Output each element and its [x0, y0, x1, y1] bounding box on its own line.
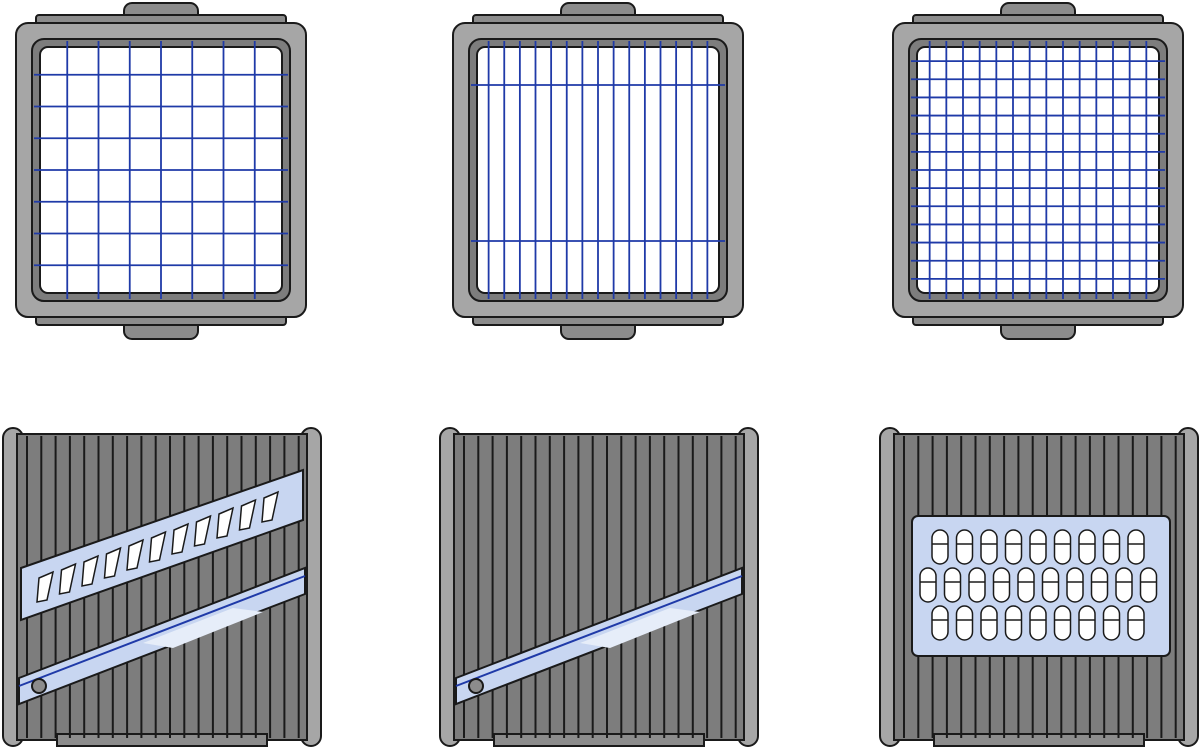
- grater-hole: [1004, 605, 1023, 641]
- grater-hole: [1139, 567, 1158, 603]
- grater-holes: [919, 529, 1158, 641]
- grater-hole: [955, 605, 974, 641]
- dicing-grid-large: [15, 2, 307, 340]
- grater-hole: [955, 529, 974, 565]
- grater-hole: [1127, 529, 1145, 565]
- blade-edge: [18, 575, 306, 687]
- blade-edge: [455, 575, 743, 687]
- grater-hole: [919, 567, 937, 603]
- grater-hole: [1078, 605, 1096, 641]
- tooth: [58, 562, 77, 595]
- tooth: [148, 530, 167, 563]
- grater-hole: [980, 529, 998, 565]
- tooth: [171, 522, 190, 555]
- blade-shine: [143, 608, 263, 648]
- grater-hole: [1029, 605, 1047, 641]
- grater-hole: [1102, 529, 1121, 565]
- blade-shine: [580, 608, 700, 648]
- dicing-grid-small: [892, 2, 1184, 340]
- grater-hole: [968, 567, 986, 603]
- tooth: [103, 546, 122, 579]
- tooth: [261, 490, 280, 523]
- grater-hole: [992, 567, 1011, 603]
- pivot-pin: [468, 678, 484, 694]
- grater-hole: [1115, 567, 1133, 603]
- grater-hole: [1078, 529, 1096, 565]
- grater-hole: [1053, 529, 1072, 565]
- grid-wires: [911, 41, 1165, 299]
- grid-wires: [34, 41, 288, 299]
- strip-grid: [452, 2, 744, 340]
- grater-hole: [1066, 567, 1084, 603]
- tooth: [81, 554, 100, 587]
- tooth: [36, 570, 55, 603]
- grater: [879, 427, 1199, 747]
- straight-slicer: [439, 427, 759, 747]
- grater-hole: [1127, 605, 1145, 641]
- grater-hole: [931, 529, 949, 565]
- tooth: [238, 498, 257, 531]
- grater-hole: [1029, 529, 1047, 565]
- grater-hole: [943, 567, 962, 603]
- grater-hole: [1017, 567, 1035, 603]
- grater-hole: [1041, 567, 1060, 603]
- grid-wires: [471, 41, 725, 299]
- grater-hole: [931, 605, 949, 641]
- bottom-lip: [493, 733, 705, 747]
- grater-hole: [1053, 605, 1072, 641]
- grater-hole: [980, 605, 998, 641]
- grater-hole: [1004, 529, 1023, 565]
- tooth: [216, 506, 235, 539]
- grater-hole: [1102, 605, 1121, 641]
- grater-hole: [1090, 567, 1109, 603]
- julienne-slicer: [2, 427, 322, 747]
- pivot-pin: [31, 678, 47, 694]
- tooth: [193, 514, 212, 547]
- tooth: [126, 538, 145, 571]
- bottom-lip: [56, 733, 268, 747]
- serrated-teeth: [36, 490, 280, 603]
- bottom-lip: [933, 733, 1145, 747]
